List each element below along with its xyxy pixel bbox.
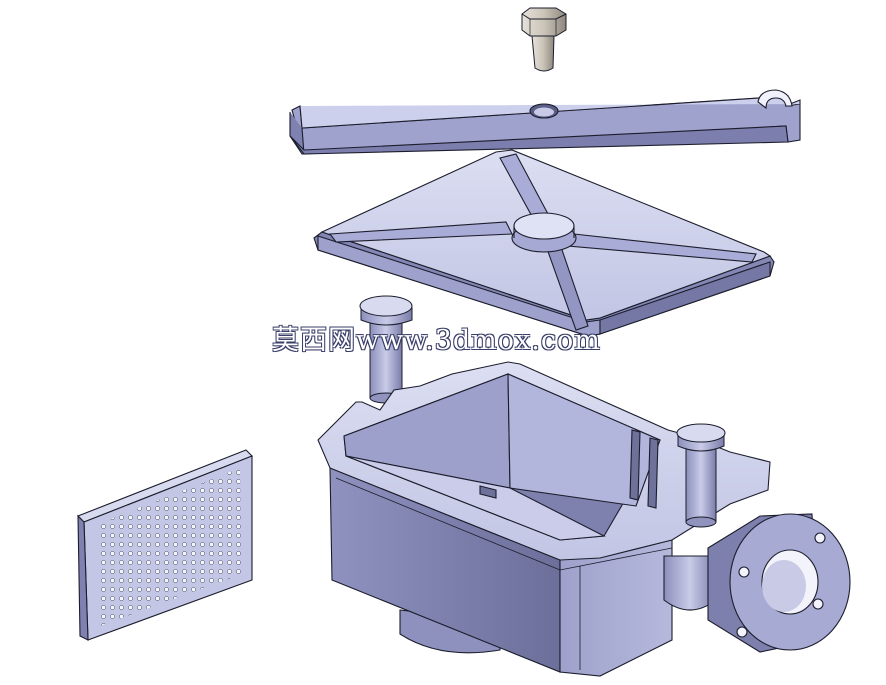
hex-bolt xyxy=(521,7,567,72)
pin-left xyxy=(359,295,413,404)
ribbed-cover xyxy=(313,149,775,337)
strainer-housing xyxy=(317,361,771,677)
clamp-bar xyxy=(289,89,801,155)
flange-outlet xyxy=(663,513,851,653)
pin-right xyxy=(676,423,726,528)
watermark-text: 莫西网www.3dmox.com xyxy=(272,325,601,356)
perforated-screen xyxy=(77,449,253,641)
